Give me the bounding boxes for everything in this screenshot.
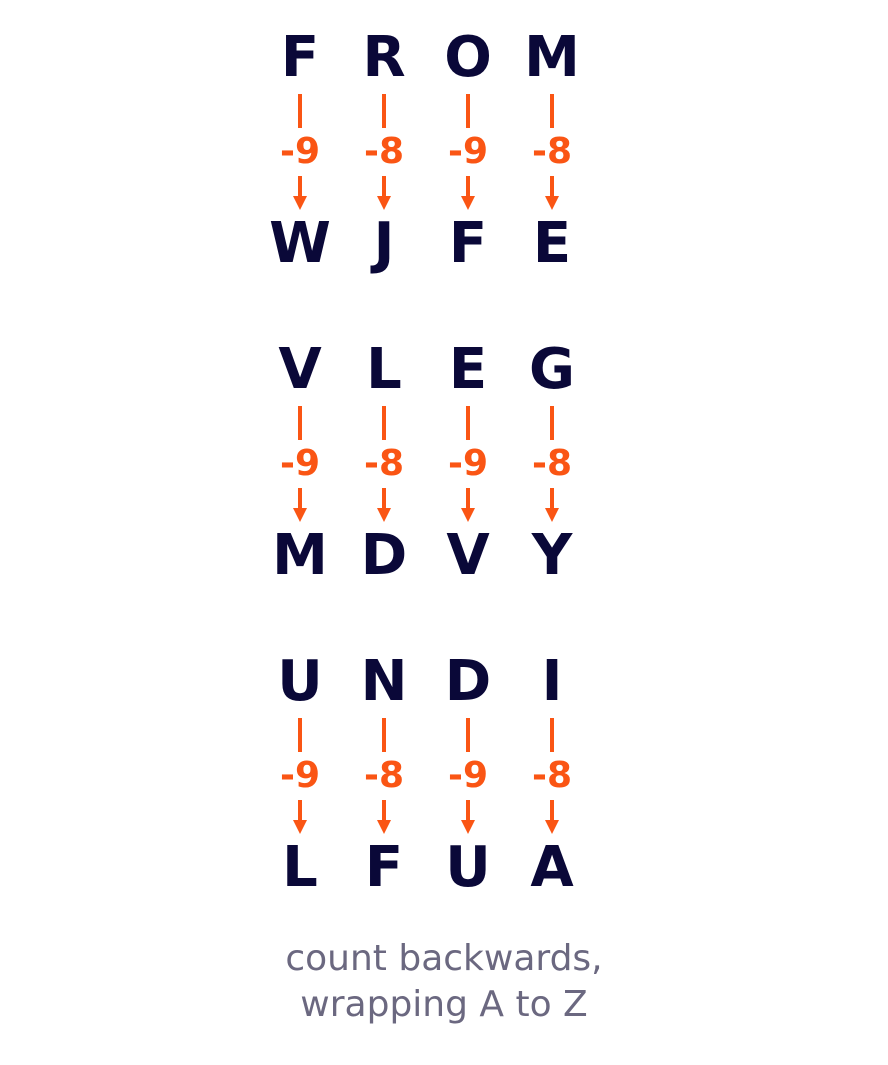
cipher-column: I -8 A (512, 624, 592, 904)
result-letter: Y (531, 523, 573, 588)
shift-stem (550, 718, 554, 752)
caption-line-2: wrapping A to Z (300, 984, 588, 1025)
source-letter: E (448, 337, 488, 402)
down-arrow-icon (377, 800, 391, 834)
result-letter: F (448, 211, 488, 276)
cipher-column: F -9 W (260, 0, 340, 280)
shift-stem (466, 406, 470, 440)
cipher-column: U -9 L (260, 624, 340, 904)
shift-amount: -8 (532, 443, 572, 484)
cipher-block-3: U -9 L N -8 F D -9 U I -8 A (0, 624, 888, 914)
source-letter: D (444, 649, 492, 714)
down-arrow-icon (545, 176, 559, 210)
shift-amount: -8 (364, 755, 404, 796)
source-letter: O (444, 25, 492, 90)
result-letter: M (272, 523, 328, 588)
cipher-column: D -9 U (428, 624, 508, 904)
cipher-column: O -9 F (428, 0, 508, 280)
shift-amount: -9 (280, 755, 320, 796)
shift-stem (298, 406, 302, 440)
shift-amount: -9 (448, 131, 488, 172)
shift-amount: -9 (280, 443, 320, 484)
result-letter: F (364, 835, 404, 900)
shift-stem (466, 94, 470, 128)
down-arrow-icon (461, 800, 475, 834)
cipher-block-1: F -9 W R -8 J O -9 F M -8 E (0, 0, 888, 290)
down-arrow-icon (377, 488, 391, 522)
down-arrow-icon (461, 488, 475, 522)
shift-amount: -8 (532, 131, 572, 172)
cipher-column: E -9 V (428, 312, 508, 592)
shift-amount: -8 (364, 443, 404, 484)
result-letter: D (360, 523, 408, 588)
result-letter: V (446, 523, 490, 588)
cipher-column: M -8 E (512, 0, 592, 280)
source-letter: V (278, 337, 322, 402)
shift-stem (298, 94, 302, 128)
down-arrow-icon (293, 800, 307, 834)
shift-amount: -9 (448, 755, 488, 796)
shift-stem (550, 94, 554, 128)
result-letter: W (269, 211, 331, 276)
source-letter: N (360, 649, 408, 714)
result-letter: A (530, 835, 574, 900)
result-letter: L (282, 835, 318, 900)
shift-amount: -9 (448, 443, 488, 484)
source-letter: F (280, 25, 320, 90)
cipher-column: G -8 Y (512, 312, 592, 592)
down-arrow-icon (545, 488, 559, 522)
shift-stem (550, 406, 554, 440)
down-arrow-icon (545, 800, 559, 834)
down-arrow-icon (293, 176, 307, 210)
source-letter: M (524, 25, 580, 90)
result-letter: E (532, 211, 572, 276)
cipher-column: L -8 D (344, 312, 424, 592)
down-arrow-icon (461, 176, 475, 210)
shift-stem (382, 94, 386, 128)
down-arrow-icon (293, 488, 307, 522)
source-letter: R (362, 25, 406, 90)
shift-stem (298, 718, 302, 752)
shift-amount: -8 (532, 755, 572, 796)
source-letter: G (529, 337, 575, 402)
cipher-column: N -8 F (344, 624, 424, 904)
shift-amount: -9 (280, 131, 320, 172)
cipher-column: V -9 M (260, 312, 340, 592)
source-letter: U (277, 649, 323, 714)
down-arrow-icon (377, 176, 391, 210)
shift-stem (466, 718, 470, 752)
cipher-column: R -8 J (344, 0, 424, 280)
cipher-block-2: V -9 M L -8 D E -9 V G -8 Y (0, 312, 888, 602)
caption-line-1: count backwards, (285, 938, 603, 979)
shift-stem (382, 406, 386, 440)
source-letter: L (366, 337, 402, 402)
result-letter: U (445, 835, 491, 900)
source-letter: I (541, 649, 563, 714)
result-letter: J (373, 211, 395, 276)
shift-stem (382, 718, 386, 752)
shift-amount: -8 (364, 131, 404, 172)
